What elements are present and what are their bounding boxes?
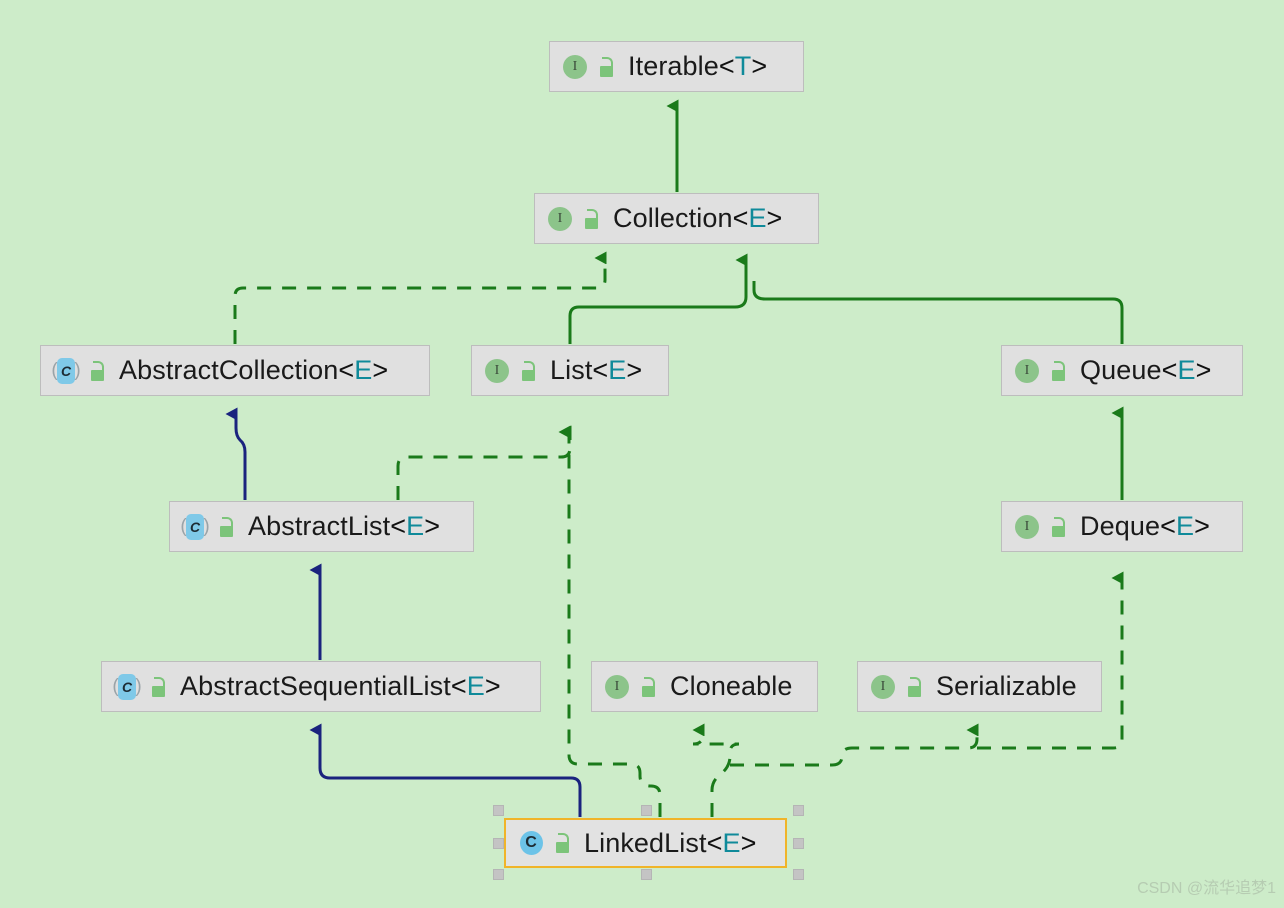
interface-icon: I [560, 52, 590, 82]
node-icons-serializable: I [868, 672, 924, 702]
abstract-class-icon: (C) [180, 512, 210, 542]
interface-icon: I [868, 672, 898, 702]
edge-linkedlist-implements-list [569, 432, 662, 817]
selection-handle-s[interactable] [641, 869, 652, 880]
node-label: Cloneable [670, 671, 793, 701]
edge-abstractcollection-implements-collection [233, 258, 607, 344]
public-unlocked-icon [905, 676, 924, 697]
selection-handle-n[interactable] [641, 805, 652, 816]
node-icons-linkedlist: C [516, 828, 572, 858]
node-icons-iterable: I [560, 52, 616, 82]
public-unlocked-icon [1049, 516, 1068, 537]
selection-handle-ne[interactable] [793, 805, 804, 816]
interface-icon: I [482, 356, 512, 386]
node-label: AbstractCollection<E> [119, 355, 389, 385]
abstract-class-icon: (C) [51, 356, 81, 386]
node-label: List<E> [550, 355, 643, 385]
node-icons-deque: I [1012, 512, 1068, 542]
selection-handle-se[interactable] [793, 869, 804, 880]
node-label: Queue<E> [1080, 355, 1212, 385]
selection-handle-e[interactable] [793, 838, 804, 849]
node-icons-list: I [482, 356, 538, 386]
node-label: LinkedList<E> [584, 827, 757, 858]
node-label: Collection<E> [613, 203, 783, 233]
public-unlocked-icon [88, 360, 107, 381]
node-label: Iterable<T> [628, 51, 768, 81]
node-abstractlist[interactable]: (C) AbstractList<E> [169, 501, 474, 552]
public-unlocked-icon [1049, 360, 1068, 381]
node-icons-abstractsequentiallist: (C) [112, 672, 168, 702]
node-abstractcollection[interactable]: (C) AbstractCollection<E> [40, 345, 430, 396]
node-iterable[interactable]: I Iterable<T> [549, 41, 804, 92]
node-queue[interactable]: I Queue<E> [1001, 345, 1243, 396]
abstract-class-icon: (C) [112, 672, 142, 702]
public-unlocked-icon [553, 833, 572, 853]
interface-icon: I [602, 672, 632, 702]
edge-list-extends-collection [568, 260, 748, 344]
node-label: AbstractList<E> [248, 511, 441, 541]
node-abstractsequentiallist[interactable]: (C) AbstractSequentialList<E> [101, 661, 541, 712]
node-label: Deque<E> [1080, 511, 1210, 541]
edge-abstractlist-implements-list [396, 432, 572, 500]
class-icon: C [516, 828, 546, 858]
node-icons-abstractcollection: (C) [51, 356, 107, 386]
public-unlocked-icon [519, 360, 538, 381]
public-unlocked-icon [217, 516, 236, 537]
public-unlocked-icon [582, 208, 601, 229]
edge-queue-extends-collection [752, 281, 1124, 344]
node-icons-abstractlist: (C) [180, 512, 236, 542]
selection-handle-w[interactable] [493, 838, 504, 849]
watermark: CSDN @流华追梦1 [1137, 880, 1276, 897]
node-icons-collection: I [545, 204, 601, 234]
node-collection[interactable]: I Collection<E> [534, 193, 819, 244]
public-unlocked-icon [639, 676, 658, 697]
selection-handle-nw[interactable] [493, 805, 504, 816]
edge-linkedlist-implements-cloneable [693, 730, 740, 817]
interface-icon: I [1012, 512, 1042, 542]
edge-abstractlist-extends-abstractcollection [236, 414, 247, 500]
selection-handle-sw[interactable] [493, 869, 504, 880]
edge-linkedlist-implements-serializable [730, 730, 979, 767]
node-label: Serializable [936, 671, 1077, 701]
node-deque[interactable]: I Deque<E> [1001, 501, 1243, 552]
node-linkedlist[interactable]: C LinkedList<E> [504, 818, 787, 868]
node-serializable[interactable]: I Serializable [857, 661, 1102, 712]
public-unlocked-icon [597, 56, 616, 77]
interface-icon: I [1012, 356, 1042, 386]
node-icons-queue: I [1012, 356, 1068, 386]
node-cloneable[interactable]: I Cloneable [591, 661, 818, 712]
node-label: AbstractSequentialList<E> [180, 671, 501, 701]
node-icons-cloneable: I [602, 672, 658, 702]
node-list[interactable]: I List<E> [471, 345, 669, 396]
public-unlocked-icon [149, 676, 168, 697]
interface-icon: I [545, 204, 575, 234]
edge-linkedlist-extends-abstractsequentiallist [320, 730, 582, 817]
